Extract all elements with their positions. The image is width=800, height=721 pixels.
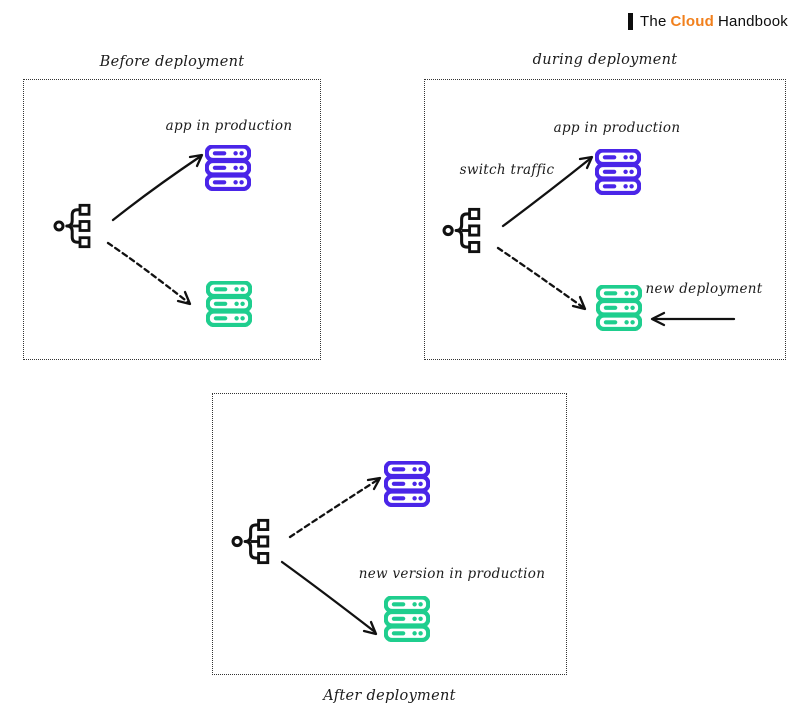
- label-app-in-production: app in production: [553, 120, 681, 136]
- production-server-icon: [207, 147, 249, 190]
- label-switch-traffic: switch traffic: [459, 162, 555, 178]
- brand-highlight: Cloud: [670, 13, 714, 30]
- production-server-icon: [386, 463, 428, 506]
- load-balancer-icon: [53, 203, 91, 249]
- label-new-version-in-production: new version in production: [358, 566, 546, 582]
- active-traffic-arrow: [111, 154, 203, 222]
- active-traffic-arrowhead: [188, 153, 204, 168]
- label-new-deployment: new deployment: [645, 281, 763, 297]
- new-deployment-pointer-arrowhead: [650, 311, 666, 327]
- brand-bar-icon: [628, 13, 634, 30]
- active-traffic-arrow: [280, 560, 377, 634]
- panel-before-deployment: [23, 79, 321, 360]
- load-balancer-icon: [231, 518, 270, 565]
- active-traffic-arrowhead: [362, 620, 378, 636]
- new-server-icon: [208, 283, 250, 326]
- panel-title-during: during deployment: [532, 52, 678, 68]
- new-server-icon: [598, 287, 640, 330]
- label-app-in-production: app in production: [165, 118, 293, 134]
- brand-logo: The Cloud Handbook: [628, 13, 788, 30]
- panel-during-deployment: [424, 79, 786, 360]
- brand-prefix: The: [640, 13, 667, 30]
- active-traffic-arrow: [501, 156, 593, 228]
- production-server-icon: [597, 151, 639, 194]
- panel-title-after: After deployment: [323, 688, 456, 704]
- brand-suffix: Handbook: [718, 13, 788, 30]
- inactive-traffic-arrowhead: [571, 295, 587, 311]
- active-traffic-arrowhead: [578, 155, 594, 170]
- inactive-traffic-arrowhead: [176, 290, 192, 306]
- load-balancer-icon: [442, 207, 481, 254]
- inactive-traffic-arrow: [288, 477, 381, 539]
- inactive-traffic-arrowhead: [366, 476, 382, 491]
- inactive-traffic-arrow: [106, 241, 191, 305]
- inactive-traffic-arrow: [496, 246, 586, 310]
- new-server-icon: [386, 598, 428, 641]
- panel-after-deployment: [212, 393, 567, 675]
- panel-title-before: Before deployment: [99, 54, 245, 70]
